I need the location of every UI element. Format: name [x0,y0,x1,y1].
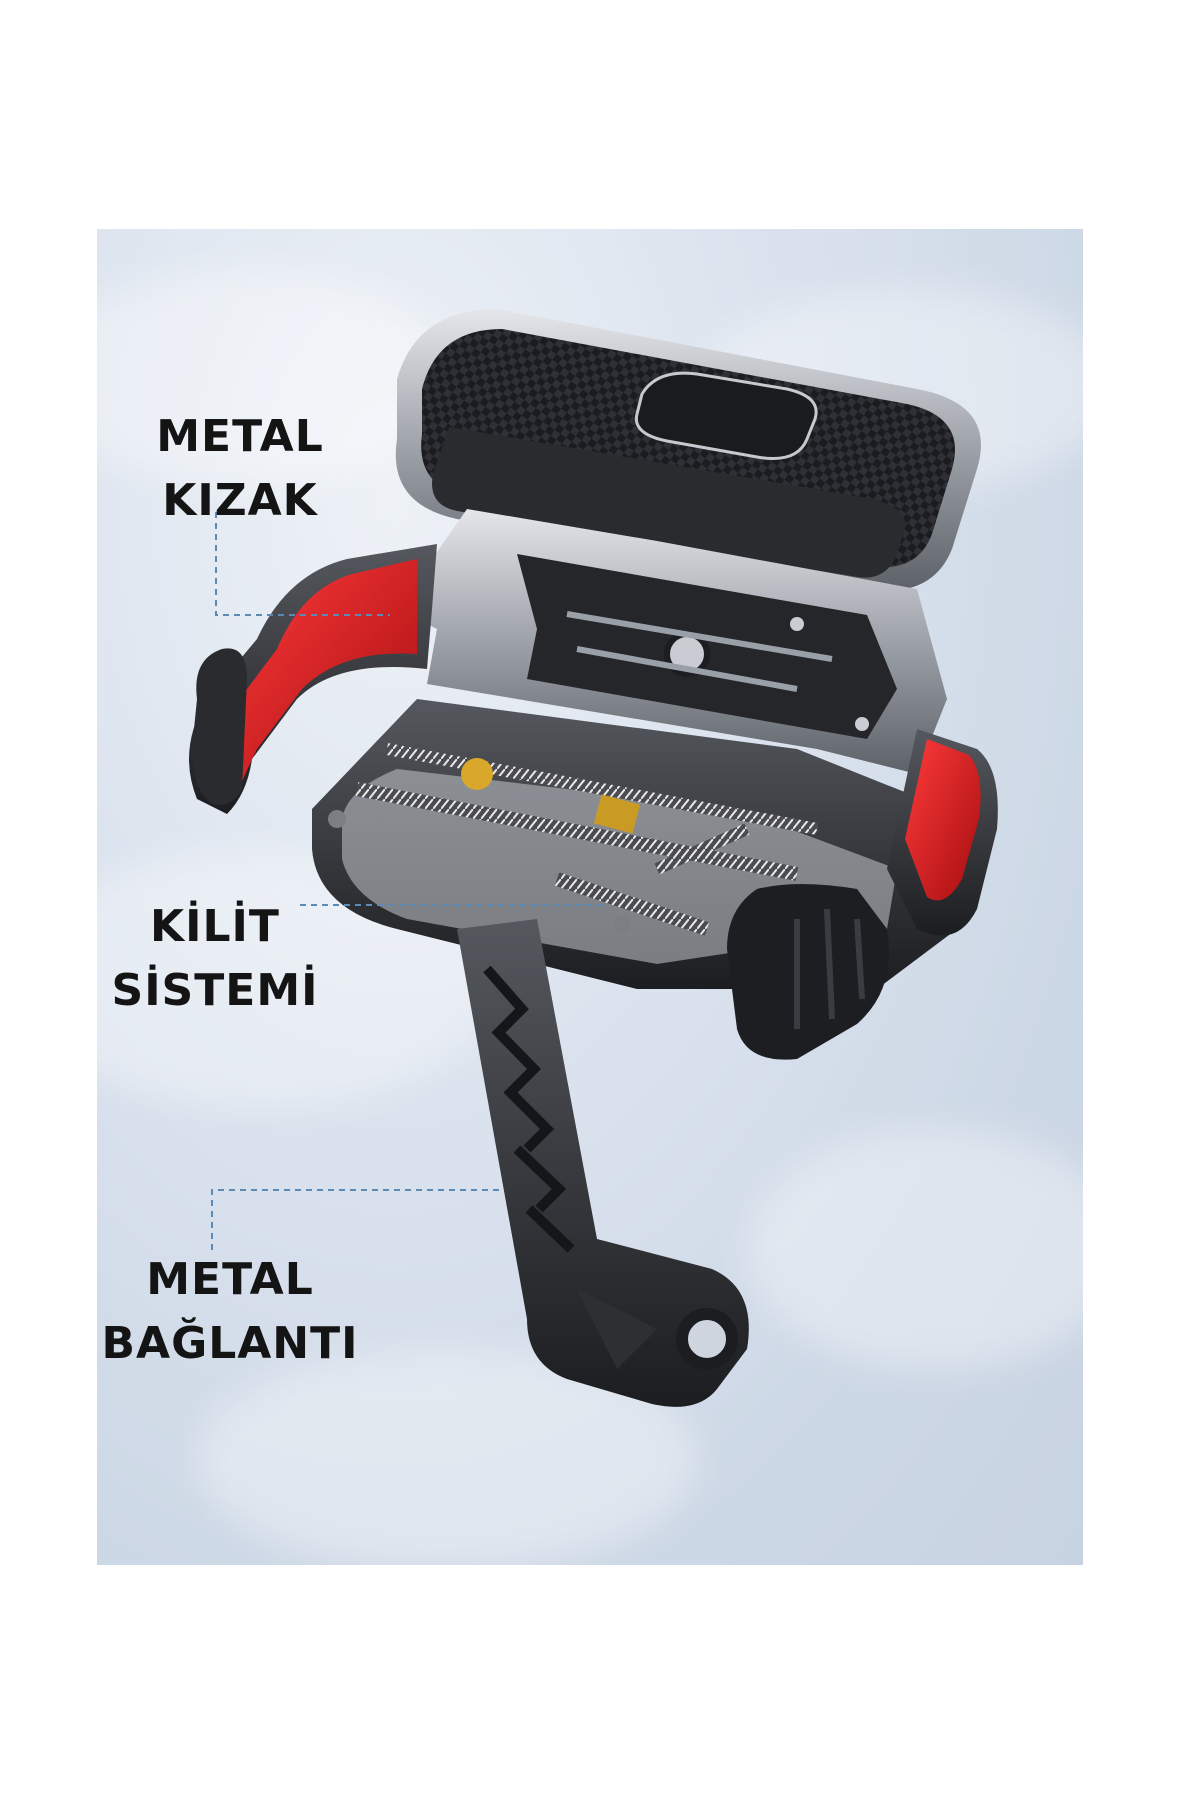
product-photo-panel [97,229,1083,1565]
right-red-grip-arm [727,729,998,1060]
callout-lock-system: KİLİT SİSTEMİ [110,895,320,1023]
callout-metal-connection: METAL BAĞLANTI [100,1248,360,1376]
callout-metal-connection-line2: BAĞLANTI [101,1318,359,1369]
callout-lock-system-line2: SİSTEMİ [111,965,319,1016]
callout-lock-system-line1: KİLİT [150,901,280,952]
back-pad-cover [395,309,981,591]
metal-connection-arm [457,919,749,1407]
metal-slide-rail [397,509,947,774]
callout-metal-slide: METAL KIZAK [150,405,330,533]
callout-metal-slide-line2: KIZAK [162,475,318,526]
callout-metal-connection-line1: METAL [146,1254,314,1305]
phone-holder-exploded-view [189,309,998,1407]
callout-metal-slide-line1: METAL [156,411,324,462]
